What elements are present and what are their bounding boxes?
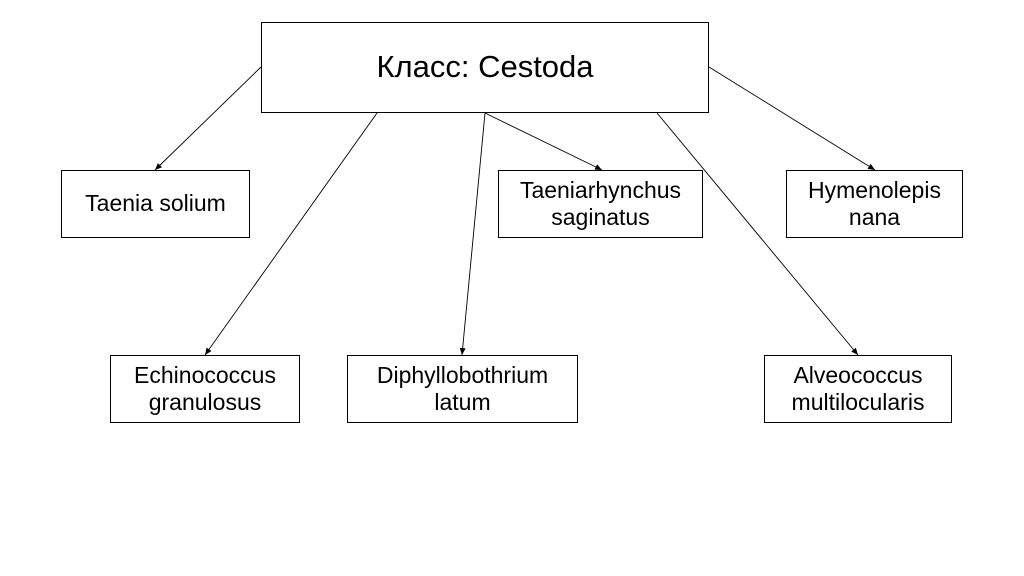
node-diphyllobothrium-latum: Diphyllobothrium latum <box>347 355 578 423</box>
node-alveococcus-multilocularis: Alveococcus multilocularis <box>764 355 952 423</box>
node-label-line-2: nana <box>848 204 901 230</box>
root-node-class-cestoda: Класс: Cestoda <box>261 22 709 113</box>
node-label-line-2: multilocularis <box>791 389 925 415</box>
node-label-line-2: granulosus <box>148 389 262 415</box>
root-label: Класс: Cestoda <box>376 49 594 85</box>
arrow-root-to-echin <box>204 112 378 356</box>
node-label-line-1: Taeniarhynchus <box>519 176 682 203</box>
arrow-root-to-taeniar <box>484 112 603 171</box>
node-label-line-2: saginatus <box>551 204 650 230</box>
node-label-line-1: Diphyllobothrium <box>376 361 549 388</box>
node-label-line-1: Alveococcus <box>793 361 923 388</box>
node-taenia-solium: Taenia solium <box>61 170 250 238</box>
node-label-line-2: latum <box>434 389 491 415</box>
arrow-root-to-hymen <box>708 66 876 171</box>
node-label-line-1: Echinococcus <box>134 361 276 388</box>
arrow-root-to-diphyl <box>459 112 486 356</box>
node-taeniarhynchus-saginatus: Taeniarhynchus saginatus <box>498 170 703 238</box>
arrow-root-to-taenia <box>154 66 262 171</box>
node-label-line-1: Hymenolepis <box>808 176 941 203</box>
arrow-root-to-alveo <box>656 112 859 356</box>
node-echinococcus-granulosus: Echinococcus granulosus <box>110 355 300 423</box>
node-label: Taenia solium <box>85 190 226 217</box>
node-hymenolepis-nana: Hymenolepis nana <box>786 170 963 238</box>
